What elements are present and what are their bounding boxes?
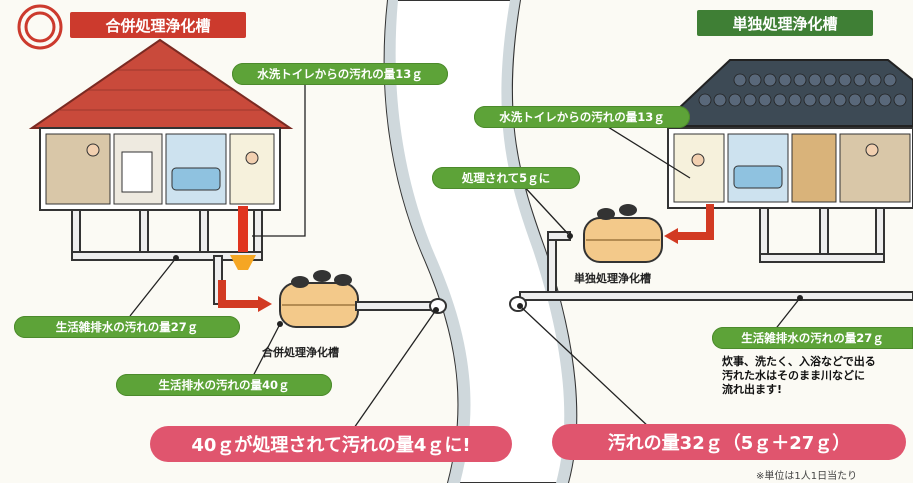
right-house: [509, 59, 913, 312]
right-roof: [657, 59, 913, 127]
left-kitchen: [45, 133, 111, 205]
right-tank: [583, 204, 663, 263]
river-bank-shade-right: [501, 0, 577, 483]
footnote: ※単位は1人1日当たり: [756, 471, 858, 482]
combined-toilet-label: 水洗トイレからの汚れの量13ｇ: [232, 63, 448, 85]
single-treated-label: 処理されて5ｇに: [432, 167, 580, 189]
right-toilet: [673, 133, 725, 203]
single-title: 単独処理浄化槽: [697, 10, 873, 36]
combined-title: 合併処理浄化槽: [70, 12, 246, 38]
callout-lines: [129, 74, 801, 429]
circle-mark-icon: [17, 4, 63, 50]
left-tank: [279, 270, 359, 328]
right-laundry: [791, 133, 837, 203]
single-gray-water-label: 生活雑排水の汚れの量27ｇ: [712, 327, 913, 349]
combined-result-label: 40ｇが処理されて汚れの量4ｇに!: [150, 426, 512, 462]
left-house: [28, 38, 447, 328]
left-toilet: [229, 133, 275, 205]
single-description: 炊事、洗たく、入浴などで出る 汚れた水はそのまま川などに 流れ出ます!: [722, 355, 913, 397]
combined-total-label: 生活排水の汚れの量40ｇ: [116, 374, 332, 396]
river-bank-shade-left: [384, 0, 471, 483]
description-line-1: 炊事、洗たく、入浴などで出る: [722, 355, 876, 368]
combined-gray-water-label: 生活雑排水の汚れの量27ｇ: [14, 316, 240, 338]
right-kitchen: [839, 133, 911, 203]
description-line-2: 汚れた水はそのまま川などに: [722, 369, 865, 382]
description-line-3: 流れ出ます!: [722, 383, 783, 396]
single-result-label: 汚れの量32ｇ（5ｇ＋27ｇ）: [552, 424, 906, 460]
single-toilet-label: 水洗トイレからの汚れの量13ｇ: [474, 106, 690, 128]
combined-tank-label: 合併処理浄化槽: [262, 346, 339, 359]
gray-water-arrow: [218, 280, 258, 308]
single-tank-label: 単独処理浄化槽: [574, 272, 651, 285]
